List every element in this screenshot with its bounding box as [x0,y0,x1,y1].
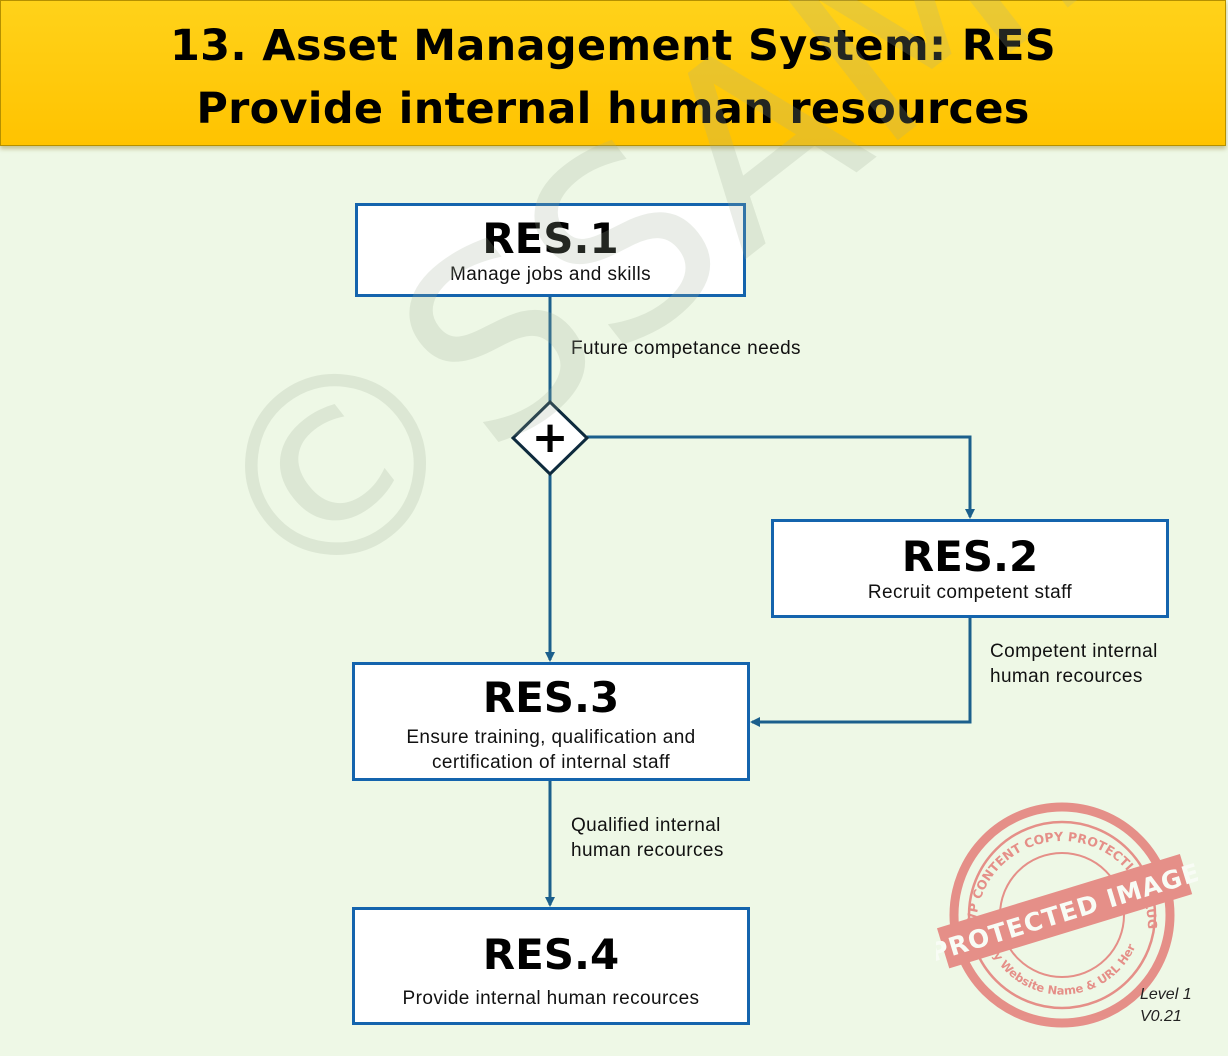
res2-desc: Recruit competent staff [867,582,1073,603]
res3-desc-line-2: certification of internal staff [431,752,671,773]
version-info: Level 1 V0.21 [1140,984,1192,1028]
protected-image-stamp: WP CONTENT COPY PROTECTION PLUGIN My Web… [936,795,1198,1028]
res2-box: RES.2 Recruit competent staff [771,519,1169,618]
gateway: + [510,399,590,477]
gateway-plus-icon: + [532,412,569,463]
title-banner: 13. Asset Management System: RES Provide… [0,0,1226,146]
res1-desc: Manage jobs and skills [449,264,652,285]
flow-label-future: Future competance needs [571,338,801,359]
res4-box: RES.4 Provide internal human recources [352,907,750,1025]
flow-label-competent-line-1: Competent internal [990,641,1158,662]
title-line-2: Provide internal human resources [196,84,1030,134]
res1-box: RES.1 Manage jobs and skills [355,203,746,297]
flow-label-qualified-line-1: Qualified internal [571,815,721,836]
res4-code: RES.4 [482,930,620,979]
version-label: V0.21 [1140,1008,1182,1025]
flow-res2-res3 [750,617,972,727]
flow-label-qualified: Qualified internal human recources [571,813,724,863]
res4-desc: Provide internal human recources [402,988,700,1009]
title-line-1: 13. Asset Management System: RES [169,21,1057,71]
flow-label-competent-line-2: human recources [990,666,1143,687]
res3-desc-line-1: Ensure training, qualification and [406,727,696,748]
flow-label-qualified-line-2: human recources [571,840,724,861]
res3-box: RES.3 Ensure training, qualification and… [352,662,750,781]
level-label: Level 1 [1140,986,1192,1003]
res1-code: RES.1 [482,214,619,263]
flow-label-competent: Competent internal human recources [990,639,1158,689]
res3-code: RES.3 [482,673,620,722]
flow-gateway-res2 [587,435,975,519]
res2-code: RES.2 [901,532,1039,581]
